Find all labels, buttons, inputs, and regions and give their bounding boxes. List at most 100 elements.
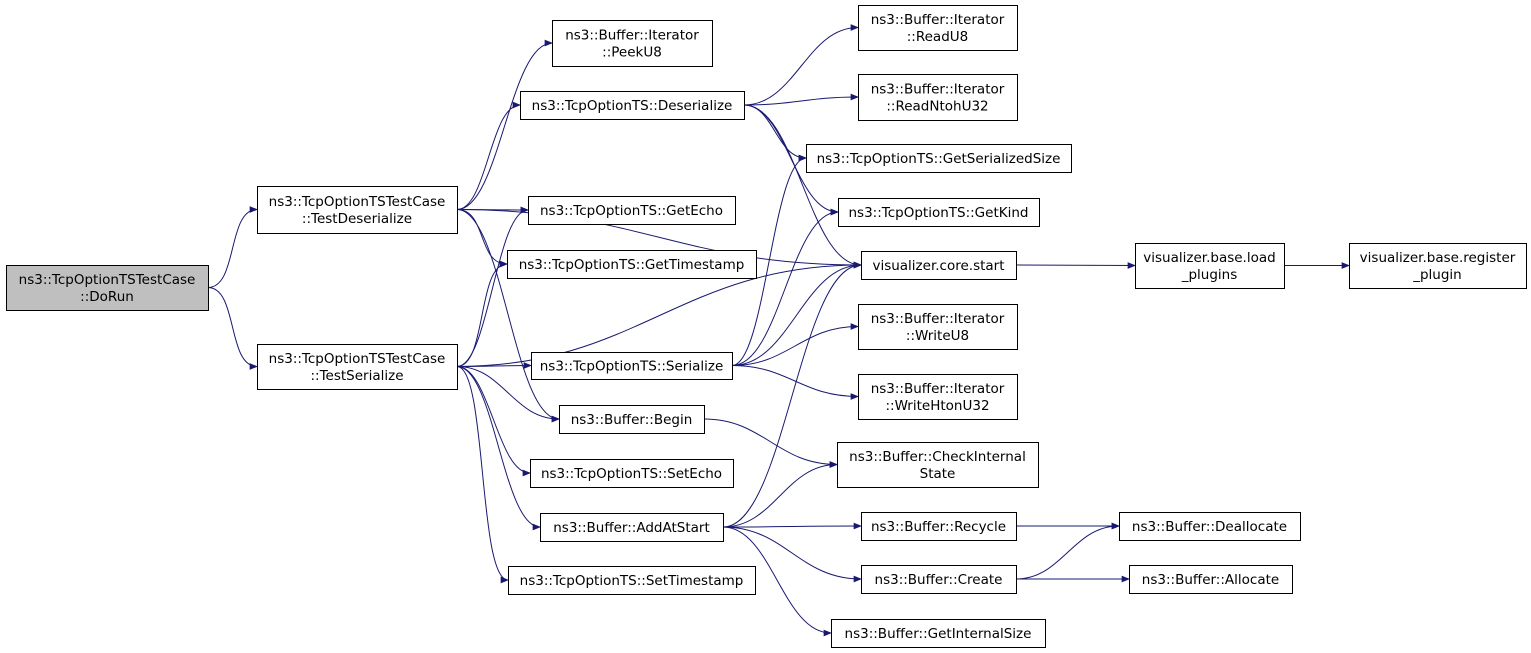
node-test-serialize[interactable]: ns3::TcpOptionTSTestCase::TestSerialize — [257, 344, 458, 390]
node-begin[interactable]: ns3::Buffer::Begin — [559, 405, 705, 434]
node-box — [531, 352, 733, 380]
edge-serialize-to-viz-start — [731, 261, 862, 366]
edge-test-serialize-to-get-timestamp — [456, 260, 508, 367]
node-box — [257, 186, 458, 234]
node-label: ns3::Buffer::Iterator — [565, 28, 699, 44]
node-label: ns3::Buffer::Deallocate — [1132, 519, 1287, 535]
nodes-layer: ns3::TcpOptionTSTestCase::DoRunns3::TcpO… — [6, 5, 1527, 648]
node-recycle[interactable]: ns3::Buffer::Recycle — [861, 512, 1017, 541]
node-box — [806, 144, 1072, 173]
edge-serialize-to-get-kind — [731, 208, 839, 366]
node-label: visualizer.base.register — [1360, 250, 1516, 266]
node-box — [540, 513, 724, 542]
node-load-plugins[interactable]: visualizer.base.load_plugins — [1135, 243, 1285, 289]
node-peek-u8[interactable]: ns3::Buffer::Iterator::PeekU8 — [552, 20, 713, 67]
edge-add-at-start-to-viz-start — [722, 261, 862, 528]
node-label: ns3::TcpOptionTS::Serialize — [540, 359, 724, 375]
node-get-serialized-size[interactable]: ns3::TcpOptionTS::GetSerializedSize — [806, 144, 1072, 173]
edge-test-serialize-to-set-echo — [456, 366, 531, 477]
edge-test-deserialize-to-peek-u8 — [456, 39, 553, 210]
node-get-echo[interactable]: ns3::TcpOptionTS::GetEcho — [528, 196, 736, 225]
edge-add-at-start-to-create — [722, 526, 862, 583]
node-box — [861, 251, 1017, 280]
edge-do-run-to-test-serialize — [207, 287, 258, 370]
edge-serialize-to-get-serialized-size — [731, 154, 807, 366]
node-box — [1349, 243, 1527, 289]
node-label: State — [920, 466, 956, 482]
node-deserialize[interactable]: ns3::TcpOptionTS::Deserialize — [520, 91, 745, 120]
edge-add-at-start-to-check-internal-state — [722, 461, 838, 528]
node-label: ns3::TcpOptionTSTestCase — [269, 194, 446, 210]
edge-test-serialize-to-get-echo — [456, 206, 529, 367]
node-label: ns3::Buffer::GetInternalSize — [845, 626, 1032, 642]
node-viz-start[interactable]: visualizer.core.start — [861, 251, 1017, 280]
node-box — [520, 91, 745, 120]
node-box — [861, 565, 1017, 594]
edge-add-at-start-to-get-internal-size — [722, 526, 832, 637]
edge-deserialize-to-viz-start — [743, 104, 862, 269]
node-get-internal-size[interactable]: ns3::Buffer::GetInternalSize — [831, 619, 1046, 648]
node-label: ns3::TcpOptionTS::GetTimestamp — [519, 257, 745, 273]
node-label: ::WriteHtonU32 — [885, 398, 989, 414]
node-box — [559, 405, 705, 434]
node-set-timestamp[interactable]: ns3::TcpOptionTS::SetTimestamp — [508, 566, 756, 595]
node-label: _plugins — [1181, 267, 1238, 283]
node-label: ns3::TcpOptionTS::SetTimestamp — [520, 573, 744, 589]
node-label: ::TestDeserialize — [302, 211, 412, 227]
node-label: ns3::Buffer::CheckInternal — [849, 449, 1026, 465]
node-label: ns3::TcpOptionTSTestCase — [269, 351, 446, 367]
edge-viz-start-to-load-plugins — [1015, 262, 1136, 269]
node-register-plugin[interactable]: visualizer.base.register_plugin — [1349, 243, 1527, 289]
edge-serialize-to-write-hton-u32 — [731, 365, 859, 400]
node-deallocate[interactable]: ns3::Buffer::Deallocate — [1119, 512, 1301, 541]
edge-test-deserialize-to-begin — [456, 209, 560, 423]
node-create[interactable]: ns3::Buffer::Create — [861, 565, 1017, 594]
node-write-hton-u32[interactable]: ns3::Buffer::Iterator::WriteHtonU32 — [858, 374, 1018, 420]
node-label: ns3::Buffer::Create — [875, 572, 1003, 588]
node-allocate[interactable]: ns3::Buffer::Allocate — [1129, 565, 1293, 594]
edge-do-run-to-test-deserialize — [207, 206, 258, 288]
node-do-run[interactable]: ns3::TcpOptionTSTestCase::DoRun — [6, 265, 209, 311]
node-label: ns3::Buffer::Recycle — [871, 519, 1006, 535]
edges-layer — [207, 24, 1350, 637]
node-box — [858, 374, 1018, 420]
node-label: ns3::Buffer::Iterator — [871, 12, 1005, 28]
node-label: ::TestSerialize — [310, 368, 403, 384]
node-label: ns3::Buffer::Iterator — [871, 381, 1005, 397]
edge-deserialize-to-read-u8 — [743, 24, 859, 106]
edge-test-serialize-to-set-timestamp — [456, 366, 509, 584]
node-test-deserialize[interactable]: ns3::TcpOptionTSTestCase::TestDeserializ… — [257, 186, 458, 234]
node-box — [508, 566, 756, 595]
node-box — [1119, 512, 1301, 541]
edge-add-at-start-to-recycle — [722, 522, 862, 530]
node-box — [1135, 243, 1285, 289]
node-get-timestamp[interactable]: ns3::TcpOptionTS::GetTimestamp — [507, 250, 757, 279]
node-label: ns3::TcpOptionTS::SetEcho — [541, 466, 722, 482]
edge-serialize-to-write-u8 — [731, 323, 859, 366]
node-label: ns3::Buffer::Iterator — [871, 311, 1005, 327]
node-label: visualizer.core.start — [872, 258, 1004, 274]
node-box — [552, 20, 713, 67]
node-write-u8[interactable]: ns3::Buffer::Iterator::WriteU8 — [858, 304, 1018, 350]
node-label: ns3::TcpOptionTS::GetKind — [849, 205, 1029, 221]
node-add-at-start[interactable]: ns3::Buffer::AddAtStart — [540, 513, 724, 542]
node-read-ntoh-u32[interactable]: ns3::Buffer::Iterator::ReadNtohU32 — [858, 74, 1018, 121]
edge-deserialize-to-get-serialized-size — [743, 104, 807, 162]
node-box — [858, 5, 1018, 51]
node-read-u8[interactable]: ns3::Buffer::Iterator::ReadU8 — [858, 5, 1018, 51]
node-label: ::WriteU8 — [906, 328, 969, 344]
node-box — [838, 198, 1040, 227]
node-serialize[interactable]: ns3::TcpOptionTS::Serialize — [531, 352, 733, 380]
node-box — [1129, 565, 1293, 594]
node-get-kind[interactable]: ns3::TcpOptionTS::GetKind — [838, 198, 1040, 227]
node-box — [837, 442, 1039, 488]
edge-test-serialize-to-begin — [456, 366, 560, 423]
node-label: ns3::Buffer::AddAtStart — [553, 520, 710, 536]
edge-begin-to-check-internal-state — [703, 418, 838, 468]
node-set-echo[interactable]: ns3::TcpOptionTS::SetEcho — [530, 459, 734, 488]
node-box — [507, 250, 757, 279]
node-label: ns3::TcpOptionTS::GetSerializedSize — [817, 151, 1061, 167]
node-box — [6, 265, 209, 311]
edge-create-to-deallocate — [1015, 522, 1120, 580]
